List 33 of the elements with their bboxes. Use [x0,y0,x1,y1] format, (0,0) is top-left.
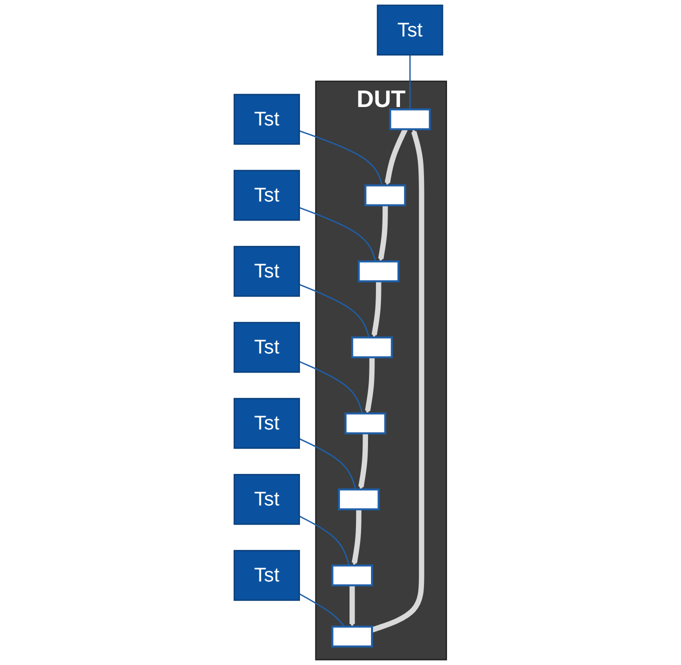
node-box: Tst [234,398,300,449]
node-box [358,260,400,282]
arrow [372,281,382,338]
arrow [365,357,375,414]
arrow [352,509,362,566]
connector [299,438,357,490]
connector [299,130,384,186]
node-box: Tst [377,4,444,56]
node-box [351,336,393,358]
node-box [332,626,374,648]
arrow [358,433,368,490]
node-box [332,564,374,586]
node-box [344,412,386,434]
connector [299,284,370,338]
arrow [384,128,408,186]
node-box [389,108,431,130]
node-box: Tst [234,474,300,525]
arrow [371,128,424,632]
node-box [338,488,380,510]
arrow [378,205,388,262]
connector [299,516,350,566]
node-box: Tst [234,170,300,221]
node-box: Tst [234,322,300,373]
arrow [349,585,356,627]
cluster: DUT [315,80,448,660]
node-box: Tst [234,246,300,297]
node-box: Tst [234,550,300,601]
node-box [364,184,406,206]
node-box: Tst [234,94,300,145]
connector [410,54,411,110]
connector [299,207,376,262]
connector [299,593,346,628]
connector [299,360,364,414]
